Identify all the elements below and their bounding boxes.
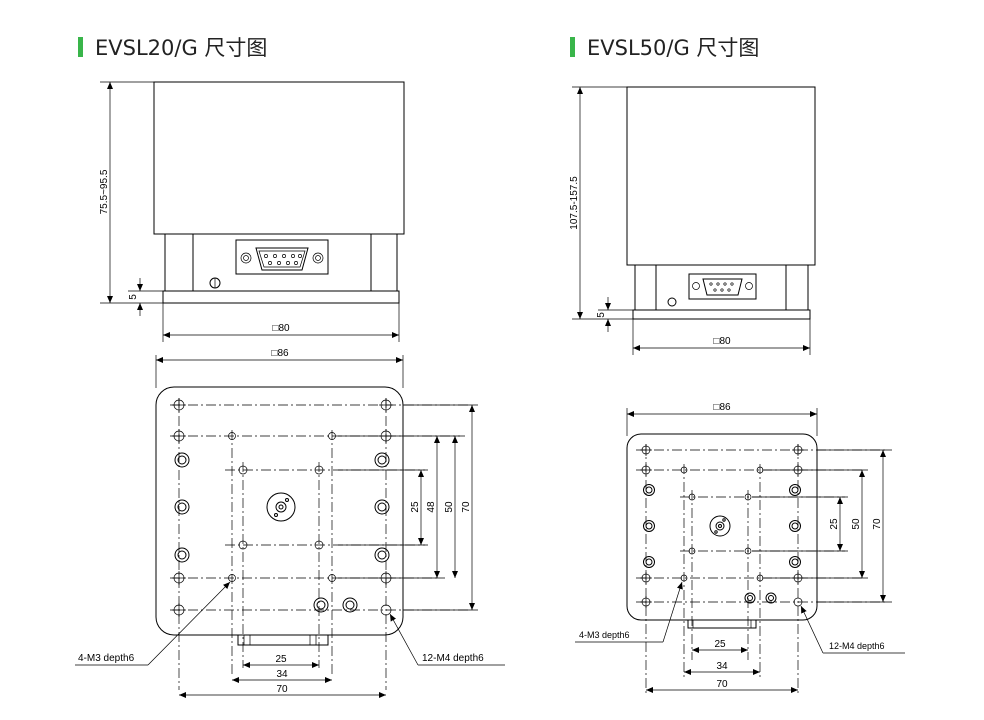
- left-connector-tab: [237, 634, 329, 646]
- right-dim-50-v: 50: [851, 518, 862, 530]
- right-title: EVSL50/G 尺寸图: [570, 34, 759, 60]
- right-top-view: □86: [575, 402, 905, 695]
- right-height-label: 107.5-157.5: [569, 176, 580, 230]
- left-height-label: 75.5~95.5: [99, 169, 110, 214]
- right-dim-70-h: 70: [716, 679, 728, 690]
- left-body-rect: [153, 81, 405, 235]
- right-center-boss: [709, 515, 731, 537]
- right-base-label: 5: [596, 312, 607, 318]
- right-connector-tab: [687, 619, 757, 629]
- right-outer-label: □86: [713, 402, 731, 413]
- left-callout-m3: 4-M3 depth6: [78, 653, 135, 664]
- left-dim-34-h: 34: [276, 669, 288, 680]
- left-title-text: EVSL20/G 尺寸图: [95, 36, 268, 60]
- right-dim-25-h: 25: [714, 639, 726, 650]
- left-base-label: 5: [128, 294, 139, 300]
- right-title-text: EVSL50/G 尺寸图: [587, 36, 760, 60]
- left-dim-50-v: 50: [444, 501, 455, 513]
- left-dim-48-v: 48: [426, 501, 437, 513]
- left-dim-70-h: 70: [276, 684, 288, 695]
- left-plate-outline: [155, 386, 404, 636]
- title-accent-bar: [570, 37, 575, 57]
- left-outer-label: □86: [271, 348, 289, 359]
- left-callout-m4: 12-M4 depth6: [422, 653, 484, 664]
- left-dim-25-v: 25: [410, 501, 421, 513]
- left-title: EVSL20/G 尺寸图: [78, 34, 267, 60]
- left-counterbore-holes: [174, 452, 390, 613]
- right-side-view: 107.5-157.5 5 □80: [569, 86, 816, 355]
- left-top-view: □86: [75, 348, 505, 698]
- left-db9-connector: [235, 239, 329, 275]
- right-m3-holes: [680, 466, 764, 582]
- left-base-plate: [162, 290, 400, 304]
- title-accent-bar: [78, 37, 83, 57]
- right-callout-m3: 4-M3 depth6: [579, 630, 630, 640]
- left-side-view: 75.5~95.5 5 □80: [99, 81, 405, 342]
- right-dim-25-v: 25: [829, 518, 840, 530]
- right-dim-70-v: 70: [872, 518, 883, 530]
- right-plate-outline: [626, 433, 818, 621]
- left-m3-holes: [228, 432, 336, 582]
- right-db9-connector: [688, 273, 757, 300]
- right-side-hole: [667, 297, 677, 307]
- right-base-plate: [632, 309, 811, 320]
- right-width-label: □80: [713, 336, 731, 347]
- left-center-boss: [266, 492, 296, 522]
- left-width-label: □80: [272, 323, 290, 334]
- right-counterbore-holes: [643, 484, 801, 604]
- right-dim-34-h: 34: [716, 661, 728, 672]
- right-callout-m4: 12-M4 depth6: [829, 641, 885, 651]
- left-dim-25-h: 25: [275, 654, 287, 665]
- left-dim-70-v: 70: [461, 501, 472, 513]
- right-body-rect: [626, 86, 816, 266]
